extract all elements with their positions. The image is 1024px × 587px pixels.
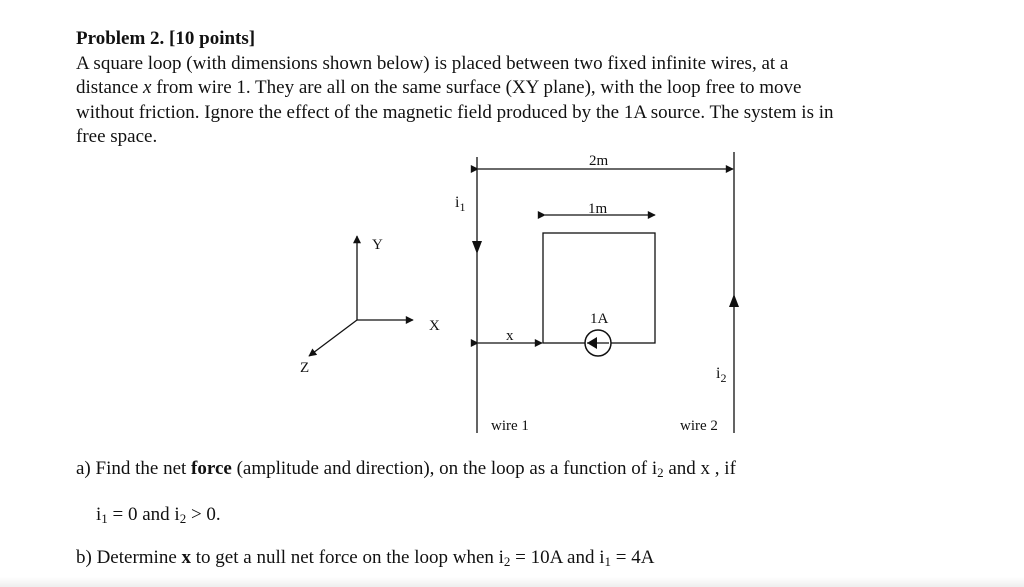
dim-1m-label: 1m [588,201,608,217]
question-b: b) Determine x to get a null net force o… [76,546,654,570]
footer-shade [0,577,1024,587]
condition-end: > 0. [186,504,221,525]
intro-line-4: free space. [76,126,158,147]
intro-line-2: distance x from wire 1. They are all on … [76,76,976,101]
current-1-label: i1 [455,194,465,214]
intro-line-1: A square loop (with dimensions shown bel… [76,52,789,74]
wire-1-label: wire 1 [491,418,529,434]
problem-statement: Problem 2. [10 points] A square loop (wi… [76,27,976,150]
dim-2m-label: 2m [589,153,609,169]
intro-line-2-post: from wire 1. They are all on the same su… [151,77,802,98]
current-source-label: 1A [590,311,609,327]
question-b-bold: x [181,547,192,568]
current-2-label: i2 [716,365,726,385]
intro-line-2-pre: distance [76,77,144,98]
question-b-prefix: b) Determine [76,547,182,568]
question-a-bold: force [191,458,232,479]
problem-title: Problem 2. [10 points] [76,28,256,49]
intro-line-3: without friction. Ignore the effect of t… [76,101,834,123]
intro-distance-var: x [143,77,152,98]
question-a-end: and x , if [663,458,736,479]
condition-mid: = 0 and i [107,504,180,525]
wire-2-current-arrow [729,294,739,307]
problem-intro: A square loop (with dimensions shown bel… [76,52,976,150]
axis-z-label: Z [300,360,309,376]
question-a: a) Find the net force (amplitude and dir… [76,457,736,481]
current-source-arrowhead [587,337,597,349]
question-a-prefix: a) Find the net [76,458,192,479]
question-b-mid2: = 10A and i [510,547,605,568]
question-b-i1-sub: 1 [604,554,612,569]
question-a-sub: 2 [657,465,664,480]
axis-y-label: Y [372,237,383,253]
axis-z [308,319,358,357]
question-b-end: = 4A [611,547,655,568]
question-a-condition: i1 = 0 and i2 > 0. [96,503,221,527]
question-b-mid: to get a null net force on the loop when… [191,547,504,568]
question-b-i2-sub: 2 [503,554,511,569]
axis-x-label: X [429,318,440,334]
condition-i1: i [96,504,102,525]
wire-2-label: wire 2 [680,418,718,434]
wire-1-current-arrow [472,241,482,254]
question-a-mid: (amplitude and direction), on the loop a… [231,458,658,479]
condition-i2-sub: 2 [179,511,187,526]
dim-x-label: x [506,328,514,344]
condition-i1-sub: 1 [101,511,108,526]
